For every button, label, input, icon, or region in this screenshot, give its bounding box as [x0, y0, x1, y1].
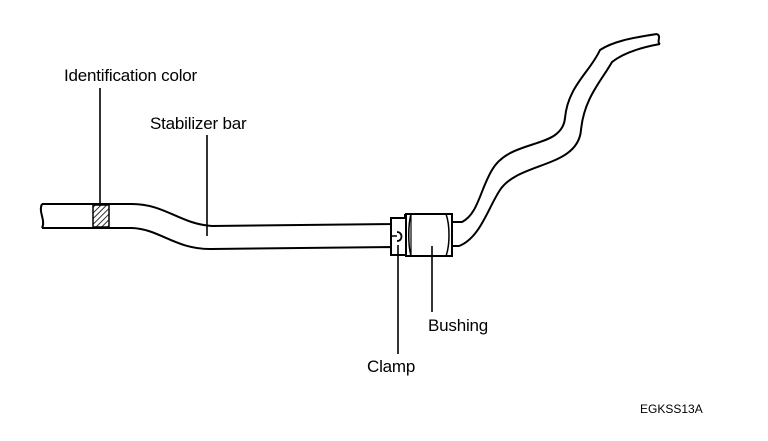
bar-lower-outline	[42, 43, 661, 256]
bar-right-end	[656, 33, 661, 45]
identification-color-band	[92, 204, 110, 228]
bushing	[405, 213, 453, 257]
identification-color-label: Identification color	[64, 66, 198, 85]
stabilizer-bar-label: Stabilizer bar	[150, 114, 247, 133]
bar-left-end	[39, 203, 45, 229]
clamp-label: Clamp	[367, 357, 416, 376]
bar-upper-outline	[42, 33, 658, 228]
bushing-label: Bushing	[428, 316, 489, 335]
figure-code: EGKSS13A	[640, 402, 703, 416]
